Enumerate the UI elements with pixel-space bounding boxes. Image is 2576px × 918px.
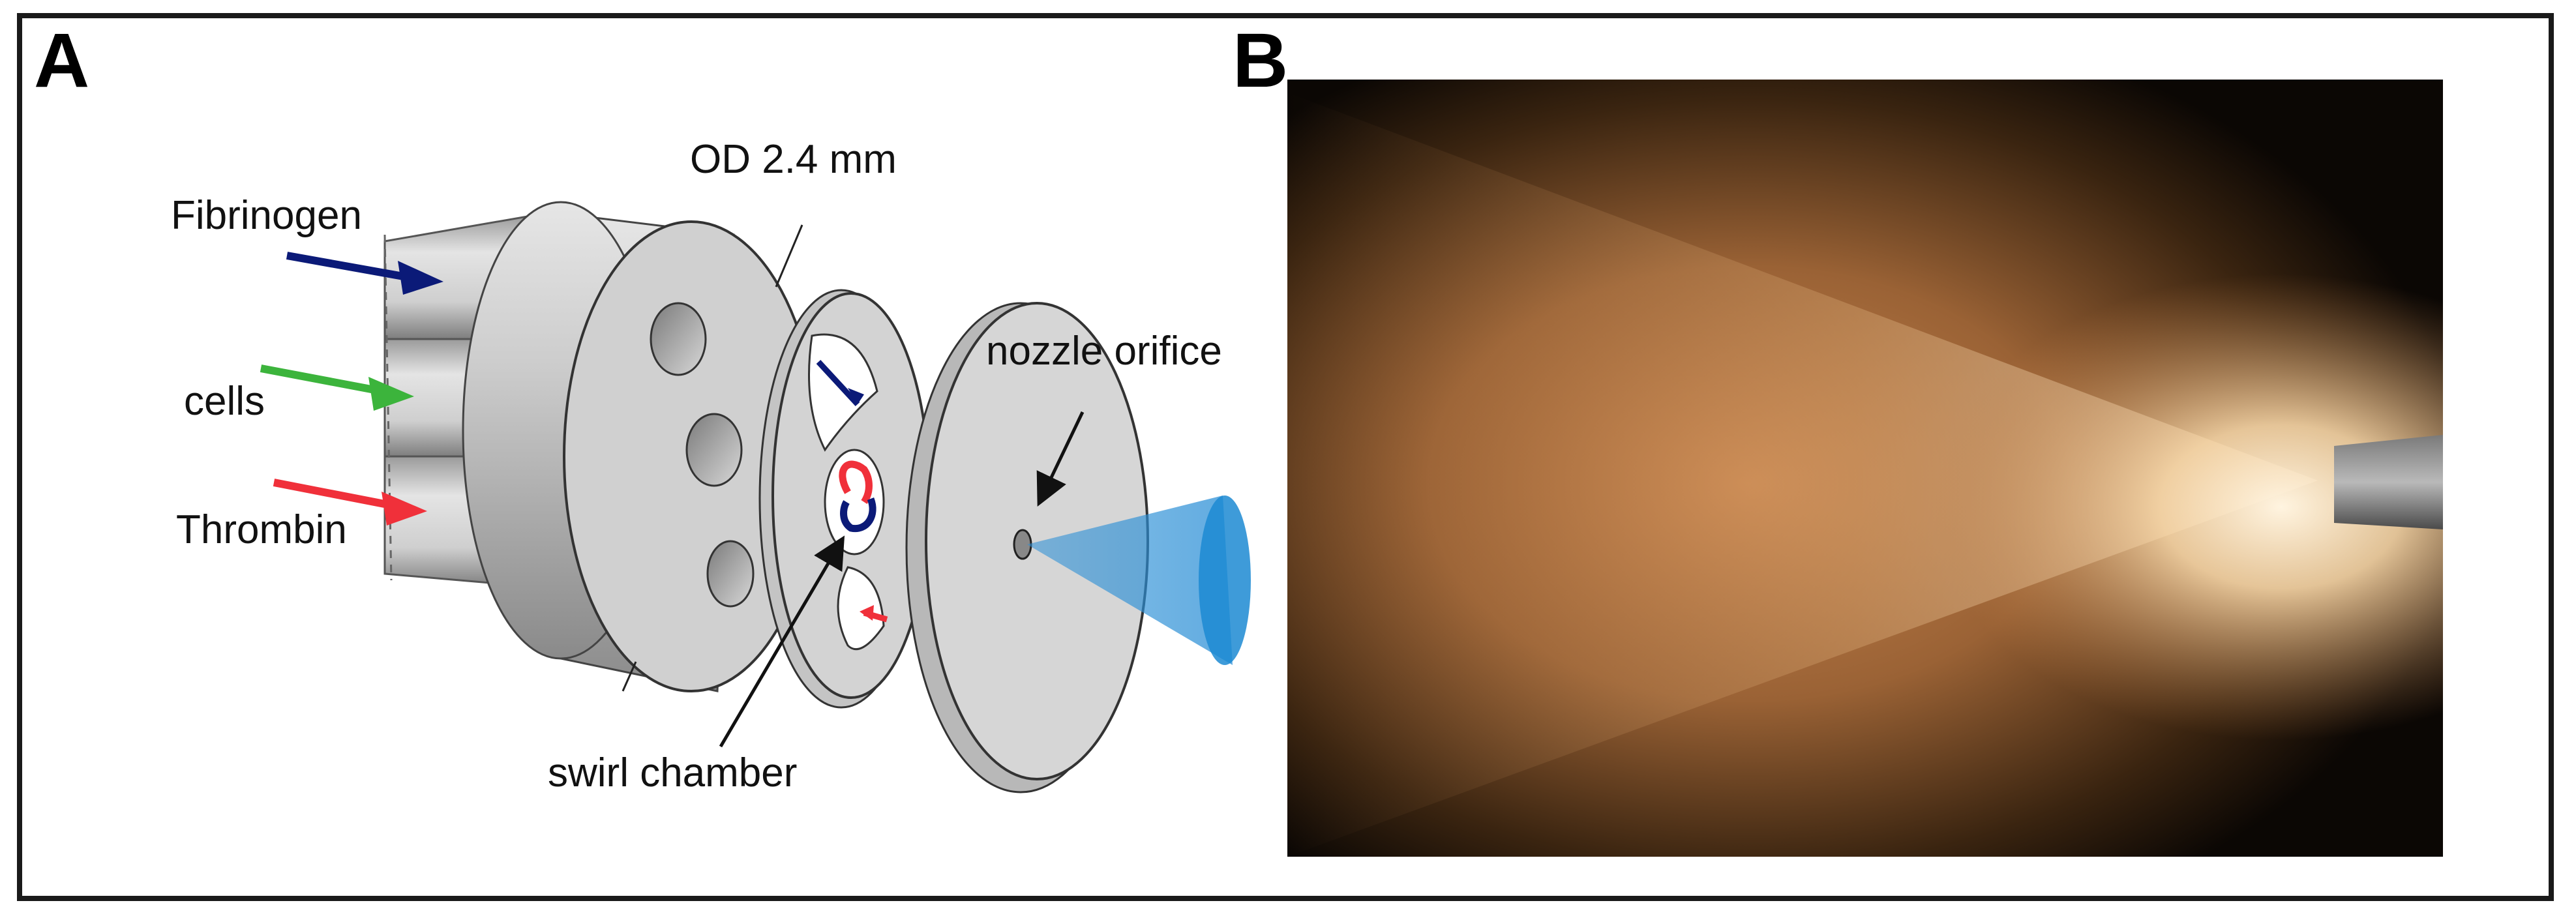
cells-label: cells bbox=[184, 379, 265, 424]
fibrinogen-label: Fibrinogen bbox=[171, 193, 362, 238]
od-label: OD 2.4 mm bbox=[690, 137, 897, 182]
inlet-hole-icon bbox=[706, 540, 755, 608]
nozzle-orifice-label: nozzle orifice bbox=[986, 329, 1222, 374]
cells-arrow-icon bbox=[368, 377, 414, 411]
nozzle-tip-icon bbox=[2334, 435, 2443, 529]
thrombin-arrow-icon bbox=[382, 492, 427, 526]
spray-photo bbox=[1287, 80, 2443, 857]
leader-lines bbox=[622, 224, 1085, 748]
swirl-chamber-disk bbox=[758, 289, 931, 709]
flow-arrows bbox=[260, 252, 443, 526]
fibrinogen-arrow-icon bbox=[398, 261, 443, 295]
swirl-chamber-label: swirl chamber bbox=[548, 750, 798, 795]
panel-b-label: B bbox=[1233, 18, 1289, 104]
thrombin-label: Thrombin bbox=[176, 507, 347, 552]
panel-a-label: A bbox=[34, 18, 90, 104]
spray-plume-image bbox=[1287, 80, 2443, 857]
nozzle-body bbox=[462, 201, 820, 692]
spray-cone-icon bbox=[1027, 496, 1251, 665]
inlet-hole-icon bbox=[685, 413, 743, 487]
inlet-hole-icon bbox=[650, 302, 707, 376]
